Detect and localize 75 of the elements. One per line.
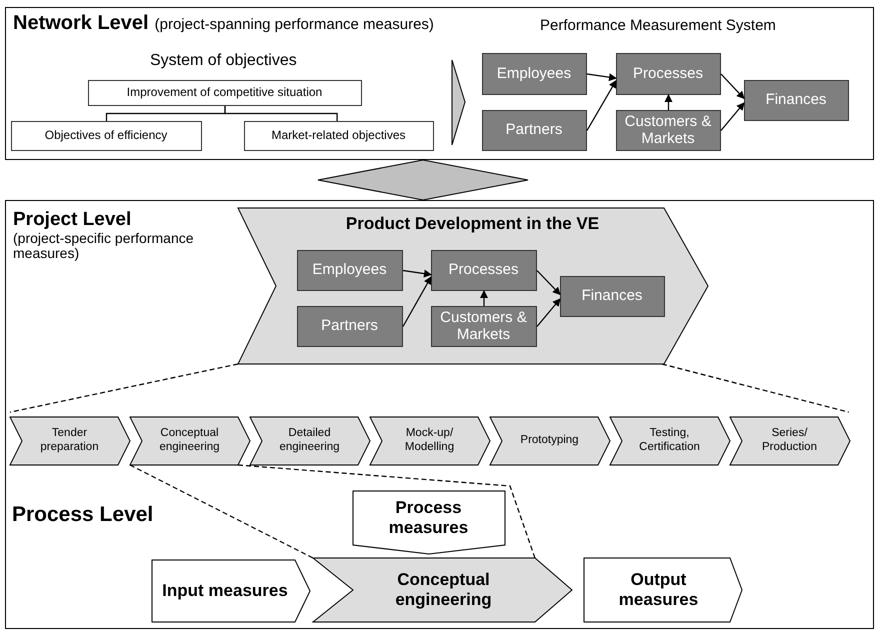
zoom-line	[662, 363, 849, 413]
measure-box	[616, 52, 720, 94]
pentagon-box	[352, 490, 504, 554]
objective-box	[10, 120, 202, 150]
box-label: Objectives of efficiency	[44, 128, 168, 142]
box-label: Finances	[766, 91, 826, 109]
box-label: Input measures	[162, 580, 288, 600]
section-heading: System of objectives	[150, 52, 297, 70]
measure-box	[482, 52, 586, 94]
box-label: Prototyping	[520, 434, 579, 448]
box-label: Improvement of competitive situation	[126, 86, 322, 100]
arrow	[536, 270, 561, 296]
chevron-step	[312, 558, 572, 622]
chevron-step	[490, 416, 610, 464]
box-label: Partners	[321, 317, 378, 335]
measure-box	[482, 110, 586, 150]
box-label: Output measures	[618, 570, 700, 610]
level-heading: Process Level	[12, 503, 154, 527]
box-label: Partners	[506, 121, 562, 139]
connector-line	[224, 106, 338, 121]
section-heading: Performance Measurement System	[540, 17, 776, 34]
measure-box	[744, 80, 848, 120]
box-label: Finances	[582, 287, 642, 305]
level-panel	[5, 200, 874, 629]
box-label: Processes	[448, 261, 519, 279]
chevron-step	[610, 416, 730, 464]
box-label: Series/ Production	[761, 427, 818, 454]
box-label: Employees	[496, 64, 572, 82]
double-arrow	[318, 160, 528, 200]
process-chevron	[238, 208, 708, 364]
objective-box	[88, 80, 362, 106]
measure-box	[560, 276, 664, 316]
box-label: Testing, Certification	[638, 427, 701, 454]
chevron-step	[130, 416, 250, 464]
chevron-title: Product Development in the VE	[344, 214, 600, 234]
box-label: Conceptual engineering	[158, 427, 221, 454]
chevron-step	[730, 416, 850, 464]
chevron-step	[250, 416, 370, 464]
box-label: Customers & Markets	[624, 112, 712, 148]
chevron-step	[10, 416, 130, 464]
zoom-line	[130, 464, 314, 559]
measure-box	[296, 306, 402, 346]
arrow	[720, 74, 745, 100]
arrow	[720, 102, 745, 131]
box-label: Tender preparation	[39, 427, 100, 454]
box-label: Mock-up/ Modelling	[404, 427, 456, 454]
arrow	[402, 270, 432, 278]
arrow	[480, 290, 488, 306]
arrow	[586, 80, 617, 131]
box-label: Detailed engineering	[278, 427, 341, 454]
box-label: Market-related objectives	[271, 128, 406, 142]
box-label: Process measures	[388, 498, 470, 538]
measure-box	[430, 306, 536, 346]
panel-subheading: (project-specific performance measures)	[13, 231, 195, 261]
panel-heading: Network Level	[13, 12, 149, 35]
arrow-box	[152, 560, 310, 622]
box-label: Customers & Markets	[439, 308, 528, 344]
objective-box	[244, 120, 434, 150]
zoom-line	[238, 464, 536, 558]
panel-heading: Project Level	[13, 209, 132, 231]
arrow	[586, 73, 617, 82]
measure-box	[296, 250, 402, 290]
arrow	[402, 276, 432, 327]
arrow-box	[584, 558, 742, 622]
zoom-line	[10, 363, 238, 413]
chevron-step	[370, 416, 490, 464]
box-label: Conceptual engineering	[394, 570, 493, 610]
arrow	[536, 298, 561, 327]
level-panel	[5, 7, 874, 160]
measure-box	[430, 250, 536, 290]
arrow	[664, 94, 672, 110]
measure-box	[616, 110, 720, 150]
box-label: Processes	[632, 64, 704, 82]
box-label: Employees	[312, 261, 387, 279]
panel-subheading: (project-spanning performance measures)	[154, 17, 434, 32]
